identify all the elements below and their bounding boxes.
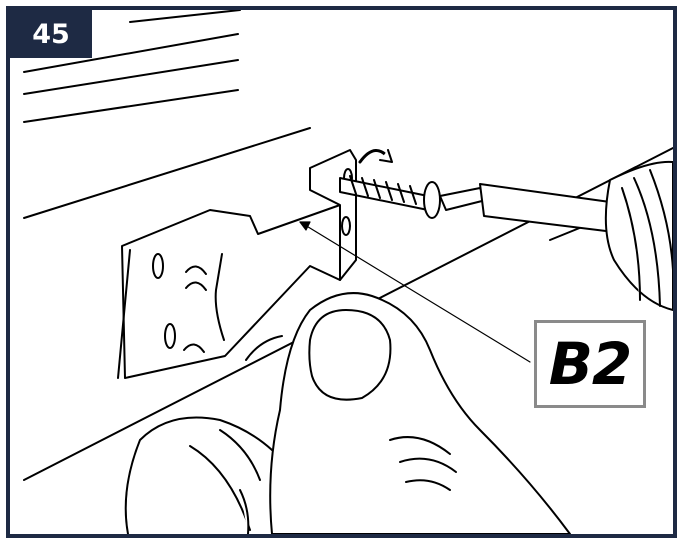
step-number-badge: 45 xyxy=(10,10,92,58)
instruction-frame: 45 B2 xyxy=(6,6,677,538)
screwdriver-icon xyxy=(440,162,673,310)
assembly-illustration xyxy=(10,10,673,534)
part-label-b2: B2 xyxy=(534,320,646,408)
